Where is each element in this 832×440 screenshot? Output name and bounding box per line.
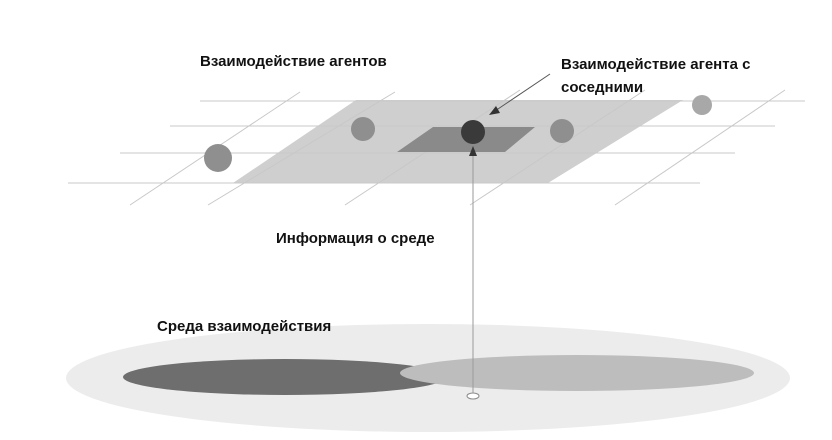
annotation-arrowhead (489, 106, 500, 115)
outer-agent-right (692, 95, 712, 115)
environment-info-connector (469, 146, 477, 393)
annotation-arrow-line (494, 73, 551, 112)
interaction-environment (66, 324, 790, 432)
agent-neighbors-label-line1: Взаимодействие агента с (561, 56, 750, 73)
outer-agent-left (204, 144, 232, 172)
agent-grid-plane (68, 89, 805, 206)
environment-info-label: Информация о среде (276, 230, 435, 247)
agent-neighbors-label-line2: соседними (561, 79, 643, 96)
central-agent (461, 120, 485, 144)
grid-line-d2 (207, 91, 396, 206)
grid-line-d4 (469, 89, 646, 206)
environment-dark-region (123, 359, 447, 395)
connector-arrowhead (469, 146, 477, 156)
interaction-environment-label: Среда взаимодействия (157, 318, 331, 335)
neighbor-agent-right (550, 119, 574, 143)
neighbor-agent-left (351, 117, 375, 141)
environment-anchor-point (466, 392, 480, 400)
grid-line-d5 (614, 89, 786, 206)
environment-light-region (400, 355, 754, 391)
neighbors-annotation-arrow (489, 73, 551, 115)
agents-interaction-label: Взаимодействие агентов (200, 53, 387, 70)
